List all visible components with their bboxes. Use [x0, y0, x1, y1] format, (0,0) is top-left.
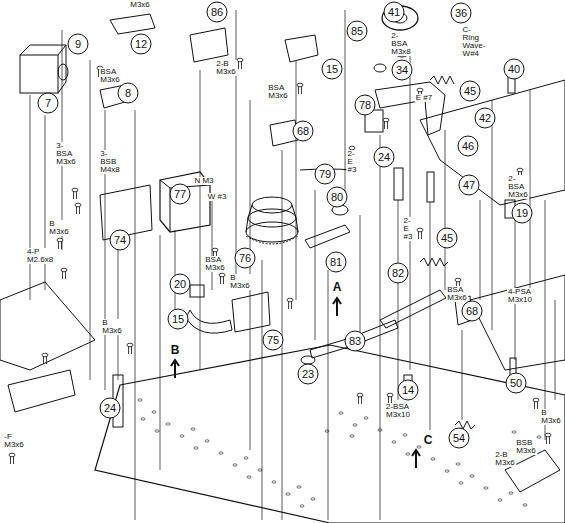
- view-letter: B: [171, 344, 180, 356]
- screw-spec: BSA M3x6: [204, 256, 226, 272]
- callout-number: 80: [327, 187, 348, 208]
- callout-number: 9: [68, 34, 89, 55]
- screw-spec: W #3: [207, 193, 228, 201]
- screw-spec: 2-BSA M3x10: [385, 403, 411, 419]
- spring-45: [430, 76, 454, 84]
- right-lower-plate: [470, 275, 565, 370]
- spring-45b: [420, 258, 448, 266]
- screw-spec: BSB M3x6: [515, 439, 537, 455]
- callout-number: 68: [293, 121, 314, 142]
- callout-number: 12: [131, 34, 152, 55]
- bracket-15: [285, 35, 318, 62]
- screw-spec: 3-BSA M3x6: [55, 142, 77, 166]
- solenoid: [20, 55, 58, 93]
- screw-spec: 2-B M3x6: [215, 60, 237, 76]
- callout-number: 40: [504, 59, 525, 80]
- left-bracket: [8, 370, 75, 412]
- screw-spec: 4-PSA M3x10: [507, 288, 533, 304]
- callout-number: 77: [170, 184, 191, 205]
- screw-spec: -F M3x6: [3, 433, 25, 449]
- screw-spec: C-Ring Wave-W#4: [462, 26, 487, 58]
- callout-number: 86: [207, 2, 228, 23]
- lever-15: [186, 310, 232, 333]
- view-letter: C: [424, 434, 433, 446]
- clip-20: [190, 285, 204, 297]
- screw-spec: B M3x6: [101, 319, 123, 335]
- screw-spec: 3-BSB M4x8: [99, 150, 121, 174]
- callout-number: 83: [345, 331, 366, 352]
- callout-number: 41: [384, 2, 405, 23]
- callout-number: 8: [118, 83, 139, 104]
- arrow-b: [171, 360, 179, 378]
- callout-number: 82: [388, 263, 409, 284]
- screw-spec: B M3x6: [48, 220, 70, 236]
- left-plate: [0, 282, 95, 370]
- screw-spec: 2-BSA M3x8: [390, 32, 412, 56]
- callout-number: 74: [110, 230, 131, 251]
- callout-number: 20: [170, 274, 191, 295]
- screw-spec: 2-E #3: [347, 150, 358, 174]
- callout-number: 36: [451, 3, 472, 24]
- view-letter: A: [333, 281, 342, 293]
- screw-spec: B M3x6: [540, 409, 562, 425]
- bracket: [110, 14, 155, 34]
- screw-spec: 2-B M3x6: [494, 451, 516, 467]
- screw-spec: BSA M3x6: [267, 84, 289, 100]
- arrow-a: [333, 298, 341, 316]
- callout-number: 14: [398, 380, 419, 401]
- callout-number: 76: [235, 248, 256, 269]
- screw-spec: BSA M3x6: [446, 286, 468, 302]
- callout-number: 45: [437, 228, 458, 249]
- plate-86: [190, 28, 228, 62]
- bushing: [374, 64, 386, 72]
- callout-number: 34: [392, 60, 413, 81]
- callout-number: 23: [298, 364, 319, 385]
- screw-spec: 2-E #3: [403, 217, 414, 241]
- callout-number: 19: [512, 203, 533, 224]
- callout-number: 47: [459, 175, 480, 196]
- screw-spec: 4-P M2.6x8: [26, 248, 54, 264]
- screw-spec: M3x6: [129, 1, 151, 9]
- callout-number: 24: [374, 147, 395, 168]
- screw-spec: BSA M3x6: [99, 68, 121, 84]
- holes: [138, 399, 541, 507]
- callout-number: 15: [322, 59, 343, 80]
- lever-80: [305, 225, 350, 248]
- callout-number: 24: [100, 398, 121, 419]
- callout-number: 81: [326, 252, 347, 273]
- callout-number: 7: [38, 93, 59, 114]
- base-plate: [95, 345, 565, 523]
- callout-number: 75: [263, 330, 284, 351]
- callout-number: 85: [347, 21, 368, 42]
- plate-75: [232, 292, 270, 332]
- callout-number: 45: [460, 81, 481, 102]
- callout-number: 79: [315, 164, 336, 185]
- screw-spec: N M3: [193, 177, 214, 185]
- pulley: [246, 197, 298, 244]
- callout-number: 50: [506, 373, 527, 394]
- screw-spec: E #7: [415, 94, 433, 102]
- callout-number: 46: [458, 136, 479, 157]
- callout-number: 68: [462, 301, 483, 322]
- callout-number: 78: [355, 95, 376, 116]
- right-plate: [420, 80, 565, 205]
- lever-83: [310, 320, 398, 358]
- leader-lines: [30, 10, 555, 520]
- callout-number: 42: [475, 108, 496, 129]
- screws: [9, 28, 551, 464]
- screw-spec: B M3x6: [229, 274, 251, 290]
- shaft-24b: [394, 168, 403, 200]
- arrow-c: [412, 450, 420, 468]
- callout-number: 54: [449, 428, 470, 449]
- screw-spec: 2-BSA M3x6: [507, 175, 529, 199]
- pin-47: [427, 172, 434, 202]
- callout-number: 15: [168, 309, 189, 330]
